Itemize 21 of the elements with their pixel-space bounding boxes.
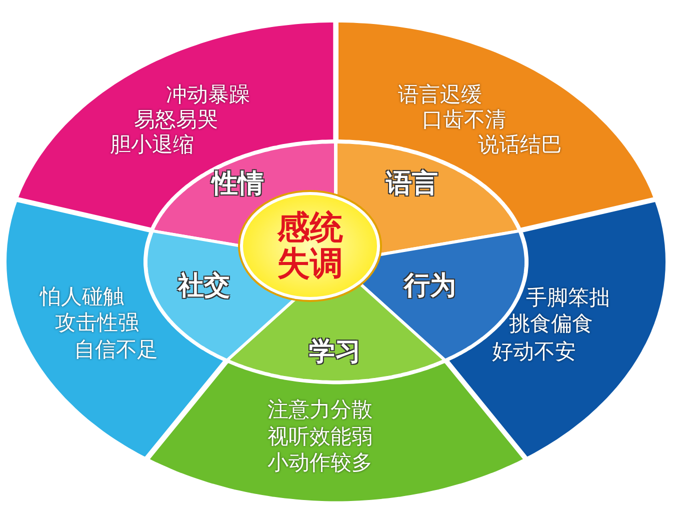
category-label: 行为 (404, 272, 456, 299)
symptom-text: 说话结巴 (478, 134, 562, 156)
symptom-text: 怕人碰触 (40, 286, 124, 308)
symptom-text: 视听效能弱 (267, 426, 372, 448)
category-label: 社交 (178, 272, 230, 299)
symptom-text: 小动作较多 (267, 452, 372, 474)
symptom-text: 冲动暴躁 (166, 84, 250, 106)
category-label: 学习 (308, 339, 361, 365)
symptom-text: 攻击性强 (55, 312, 139, 334)
symptom-text: 口齿不清 (422, 110, 506, 130)
symptom-text: 挑食偏食 (508, 313, 593, 334)
category-label: 语言 (386, 171, 438, 197)
symptom-text: 语言迟缓 (398, 84, 482, 106)
symptom-text: 好动不安 (492, 341, 576, 362)
symptom-text: 手脚笨拙 (526, 287, 610, 308)
symptom-text: 注意力分散 (267, 399, 372, 420)
symptom-text: 易怒易哭 (134, 110, 218, 130)
symptom-text: 自信不足 (74, 339, 158, 360)
category-label: 性情 (212, 171, 264, 197)
symptom-text: 胆小退缩 (110, 134, 194, 156)
center-title: 感统失调 (276, 210, 344, 282)
